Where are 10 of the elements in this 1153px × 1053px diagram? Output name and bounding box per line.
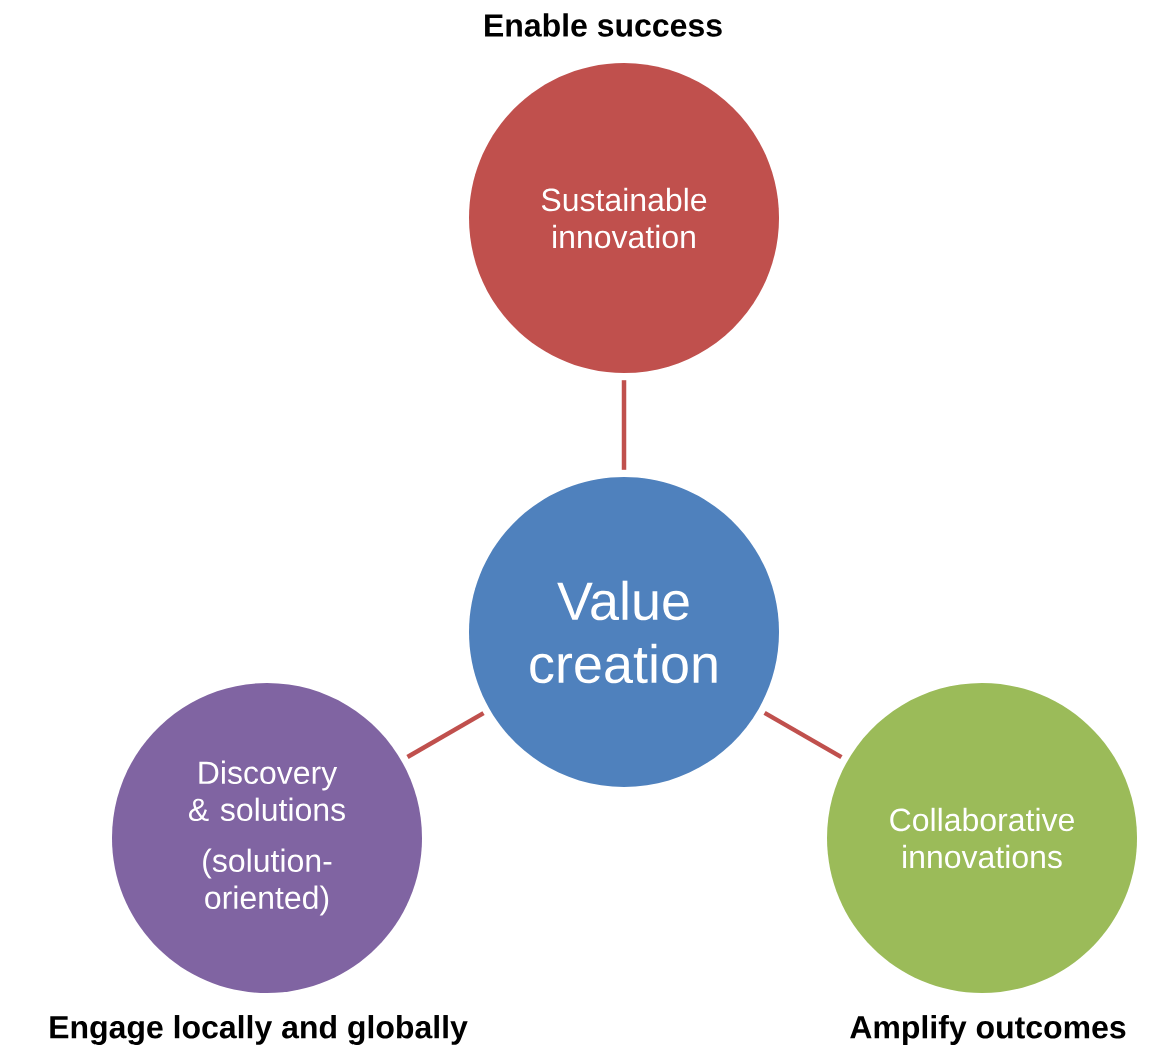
connector-line	[406, 711, 485, 759]
connector-line	[621, 380, 627, 470]
circle-node: Collaborative innovations	[827, 683, 1137, 993]
circle-node: Sustainable innovation	[469, 63, 779, 373]
heading: Enable success	[485, 13, 722, 37]
heading: Amplify outcomes	[850, 1015, 1126, 1045]
connector-line	[763, 710, 843, 760]
circle-node: Discovery & solutions (solution-oriented)	[112, 683, 422, 993]
circle-node: Value creation	[469, 477, 779, 787]
heading: Engage locally and globally	[50, 1015, 468, 1045]
